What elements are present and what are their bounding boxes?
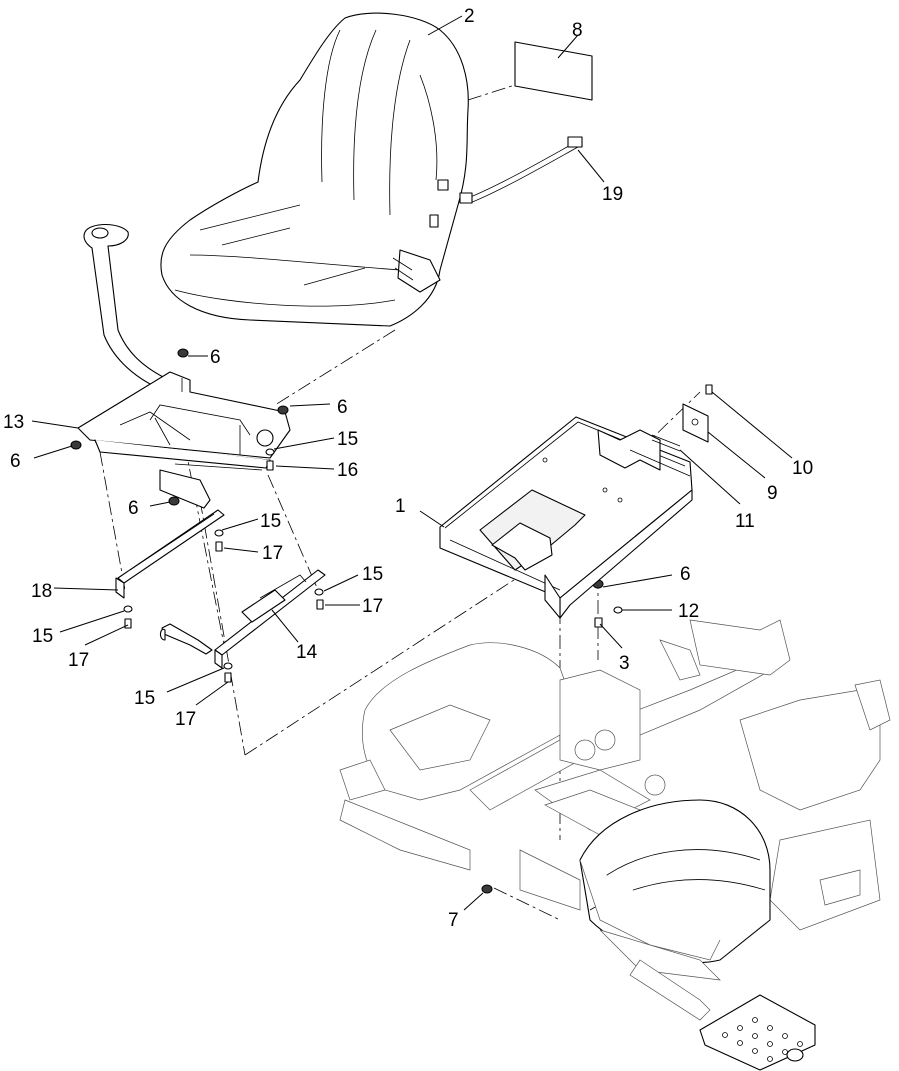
bolt-icon xyxy=(124,618,132,629)
callout-8: 8 xyxy=(572,20,583,41)
washer-icon xyxy=(214,529,224,537)
bolt-icon xyxy=(316,599,324,610)
washer-icon xyxy=(613,606,623,614)
callout-3: 3 xyxy=(619,653,630,674)
decal xyxy=(514,41,593,101)
bolt-icon xyxy=(594,617,603,628)
callout-17-c: 17 xyxy=(68,650,89,671)
callout-15-d: 15 xyxy=(32,626,53,647)
washer-icon xyxy=(223,662,233,670)
tractor-chassis xyxy=(339,619,891,1071)
callout-16: 16 xyxy=(337,460,358,481)
callout-14: 14 xyxy=(296,642,318,663)
callout-17-b: 17 xyxy=(362,596,383,617)
callout-6-top: 6 xyxy=(210,347,221,368)
nut-icon xyxy=(177,348,189,358)
bolt-icon xyxy=(266,460,274,471)
callout-10: 10 xyxy=(792,458,813,479)
bolt-icon xyxy=(705,384,713,395)
callout-6-mid: 6 xyxy=(128,498,139,519)
callout-6-right: 6 xyxy=(337,397,348,418)
callout-7: 7 xyxy=(448,910,459,931)
callout-19: 19 xyxy=(602,184,623,205)
callout-labels: 1 2 3 6 6 6 6 6 7 8 9 10 11 12 13 14 15 … xyxy=(3,6,813,931)
nut-icon xyxy=(168,496,180,506)
control-post xyxy=(83,223,166,389)
leader-lines xyxy=(31,15,793,911)
callout-6-left: 6 xyxy=(10,451,21,472)
callout-13: 13 xyxy=(3,412,24,433)
washer-icon xyxy=(123,605,133,613)
callout-6-pan: 6 xyxy=(680,564,691,585)
callout-9: 9 xyxy=(767,483,778,504)
seat-frame xyxy=(77,371,291,509)
nut-icon xyxy=(70,440,82,450)
washer-icon xyxy=(314,588,324,596)
callout-18: 18 xyxy=(31,581,52,602)
switch-bracket xyxy=(682,403,709,443)
callout-2: 2 xyxy=(464,6,475,27)
callout-1: 1 xyxy=(395,496,406,517)
seat-slide-adjuster xyxy=(159,569,326,669)
nut-icon xyxy=(481,884,493,894)
callout-12: 12 xyxy=(678,601,699,622)
callout-17-d: 17 xyxy=(175,709,196,730)
callout-11: 11 xyxy=(735,511,755,532)
callout-15-e: 15 xyxy=(134,688,155,709)
phantom-lines xyxy=(99,84,701,921)
callout-15-b: 15 xyxy=(260,511,281,532)
seat-switch xyxy=(651,434,681,452)
callout-17-a: 17 xyxy=(262,543,283,564)
fasteners xyxy=(70,348,713,894)
seat-switch-harness xyxy=(459,136,583,204)
seat-mount-pan xyxy=(439,416,693,619)
callout-15-c: 15 xyxy=(362,564,383,585)
bolt-icon xyxy=(224,672,232,683)
washer-icon xyxy=(265,448,275,456)
nut-icon xyxy=(277,405,289,415)
seat-rail-left xyxy=(115,509,225,599)
bolt-icon xyxy=(215,541,223,552)
seat xyxy=(160,12,469,327)
callout-15-a: 15 xyxy=(337,429,358,450)
